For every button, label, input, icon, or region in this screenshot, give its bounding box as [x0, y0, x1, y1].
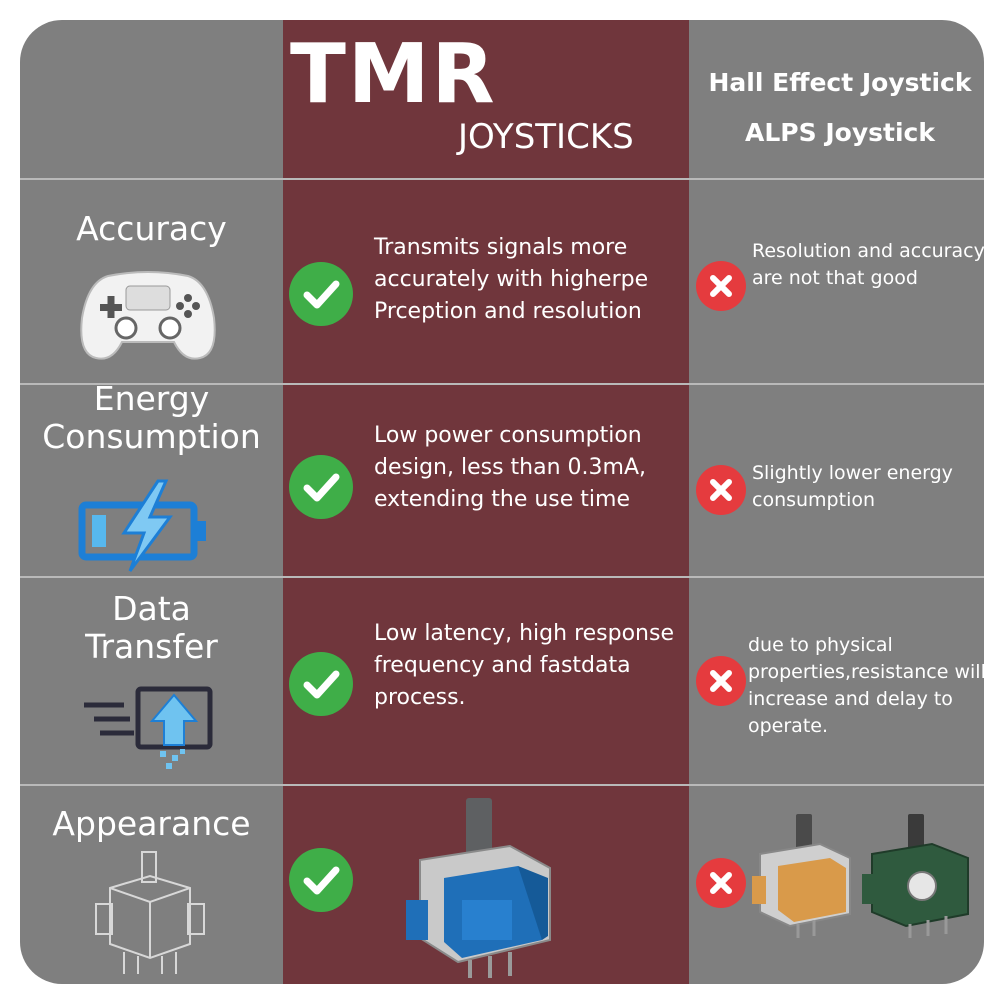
row-title-appearance: Appearance [52, 804, 251, 843]
tmr-title: TMR [290, 27, 497, 122]
gamepad-icon [80, 271, 216, 360]
row-title-line: Consumption [42, 417, 261, 456]
joystick-module-icon [95, 851, 205, 974]
row-title-accuracy: Accuracy [76, 209, 227, 248]
tmr-text-data: Low latency, high response frequency and… [374, 621, 674, 710]
cross-icon [696, 465, 746, 515]
alt-title-alps: ALPS Joystick [745, 118, 935, 147]
cross-icon [696, 858, 746, 908]
comparison-card: TMR JOYSTICKS Hall Effect Joystick ALPS … [20, 20, 984, 984]
tmr-text-accuracy: Transmits signals more accurately with h… [374, 235, 649, 324]
row-title-line: Transfer [85, 627, 218, 666]
divider [20, 178, 984, 180]
battery-charging-icon [78, 479, 206, 572]
cross-icon [696, 656, 746, 706]
row-title-line: Data [112, 589, 191, 628]
alt-text-energy: Slightly lower energy consumption [752, 462, 953, 511]
check-icon [289, 848, 353, 912]
data-transfer-icon [84, 686, 213, 769]
divider [20, 576, 984, 578]
tmr-subtitle: JOYSTICKS [458, 117, 634, 157]
check-icon [289, 262, 353, 326]
alps-joystick-image [862, 814, 969, 938]
alt-text-accuracy: Resolution and accuracy are not that goo… [752, 240, 984, 289]
divider [20, 784, 984, 786]
check-icon [289, 455, 353, 519]
row-title-data: Data Transfer [20, 590, 283, 666]
alt-title-hall: Hall Effect Joystick [708, 68, 972, 97]
cross-icon [696, 261, 746, 311]
tmr-joystick-image [406, 798, 551, 978]
row-title-line: Energy [93, 379, 210, 418]
alt-text-data: due to physical properties,resistance wi… [748, 634, 984, 737]
tmr-text-energy: Low power consumption design, less than … [374, 423, 646, 512]
hall-joystick-image [752, 814, 851, 938]
divider [20, 383, 984, 385]
row-title-energy: Energy Consumption [20, 380, 283, 456]
check-icon [289, 652, 353, 716]
